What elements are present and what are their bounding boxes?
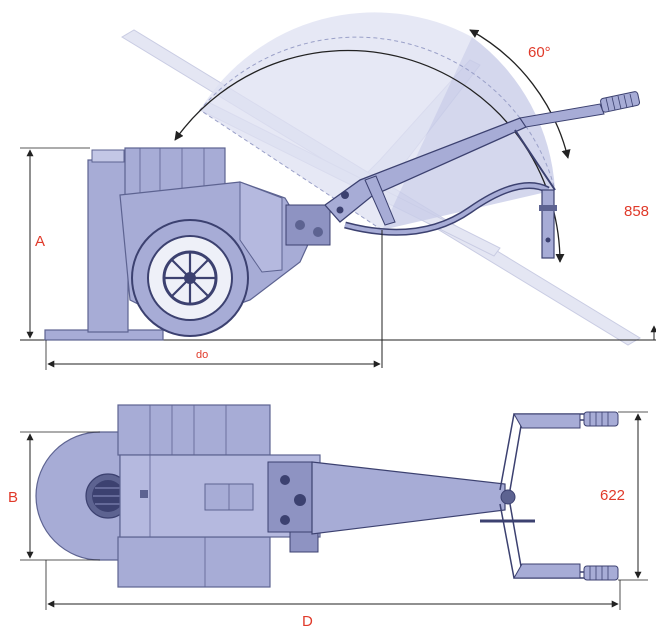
front-housing: [35, 431, 121, 561]
handle-grip: [600, 91, 641, 113]
swing-arc-arrow: [174, 49, 565, 263]
side-view: A do 858 60°: [20, 12, 656, 370]
top-mechanism: [267, 461, 313, 533]
angle-arc-arrow: [469, 29, 571, 159]
dimension-a-label: A: [35, 233, 45, 250]
jack-cap: [91, 149, 125, 163]
dimension-858-label: 858: [624, 203, 649, 220]
dimension-d-label: D: [302, 613, 313, 630]
pivot-mechanism: [285, 204, 331, 246]
jack-column: [87, 159, 129, 333]
lower-block: [117, 536, 271, 588]
dimension-do-label: do: [196, 349, 208, 361]
angle-label: 60°: [528, 44, 551, 61]
dimension-622-label: 622: [600, 487, 625, 504]
drawbar: [311, 461, 506, 535]
grip-top: [583, 411, 619, 427]
wheel-hub: [184, 272, 196, 284]
hose-fitting: [541, 189, 555, 259]
top-view: B 622 D: [8, 404, 648, 630]
dimension-b-label: B: [8, 489, 18, 506]
grip-bottom: [583, 565, 619, 581]
